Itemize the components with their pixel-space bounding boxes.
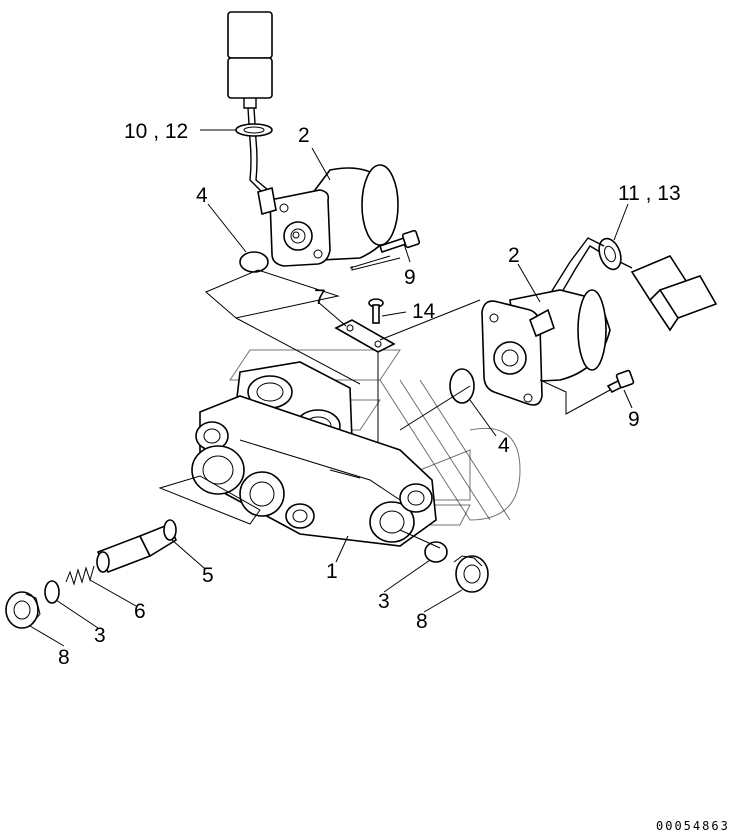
o-ring-3-left — [44, 580, 60, 604]
callout-1: 1 — [326, 560, 338, 583]
o-ring-4-left — [239, 251, 269, 273]
solenoid-right — [481, 237, 718, 406]
o-ring-4-right — [449, 368, 475, 404]
callout-4-right: 4 — [498, 434, 510, 457]
plug-8-right — [453, 555, 489, 593]
callout-4-left: 4 — [196, 184, 208, 207]
callout-6: 6 — [134, 600, 146, 623]
drawing-number: 00054863 — [656, 819, 730, 833]
callout-9-upper: 9 — [404, 266, 416, 289]
solenoid-upper-left — [227, 11, 399, 267]
callout-9-lower: 9 — [628, 408, 640, 431]
callout-5: 5 — [202, 564, 214, 587]
callout-2-right: 2 — [508, 244, 520, 267]
callout-7: 7 — [314, 286, 326, 309]
bolt-9-upper — [378, 229, 421, 254]
callout-3-right: 3 — [378, 590, 390, 613]
callout-2-left: 2 — [298, 124, 310, 147]
screw-14 — [368, 298, 384, 324]
callout-14: 14 — [412, 300, 436, 323]
valve-body-1 — [191, 361, 437, 547]
assembly-lines — [158, 255, 611, 549]
spool-5 — [96, 519, 177, 574]
plug-8-left — [5, 591, 41, 629]
callout-3-left: 3 — [94, 624, 106, 647]
callout-8-left: 8 — [58, 646, 70, 669]
bolt-9-lower — [606, 369, 635, 394]
o-ring-3-right — [424, 541, 448, 563]
callout-8-right: 8 — [416, 610, 428, 633]
callout-leaders — [29, 129, 633, 647]
callout-11-13: 11 , 13 — [618, 182, 681, 205]
callout-10-12: 10 , 12 — [124, 120, 188, 143]
spring-6 — [65, 565, 95, 586]
